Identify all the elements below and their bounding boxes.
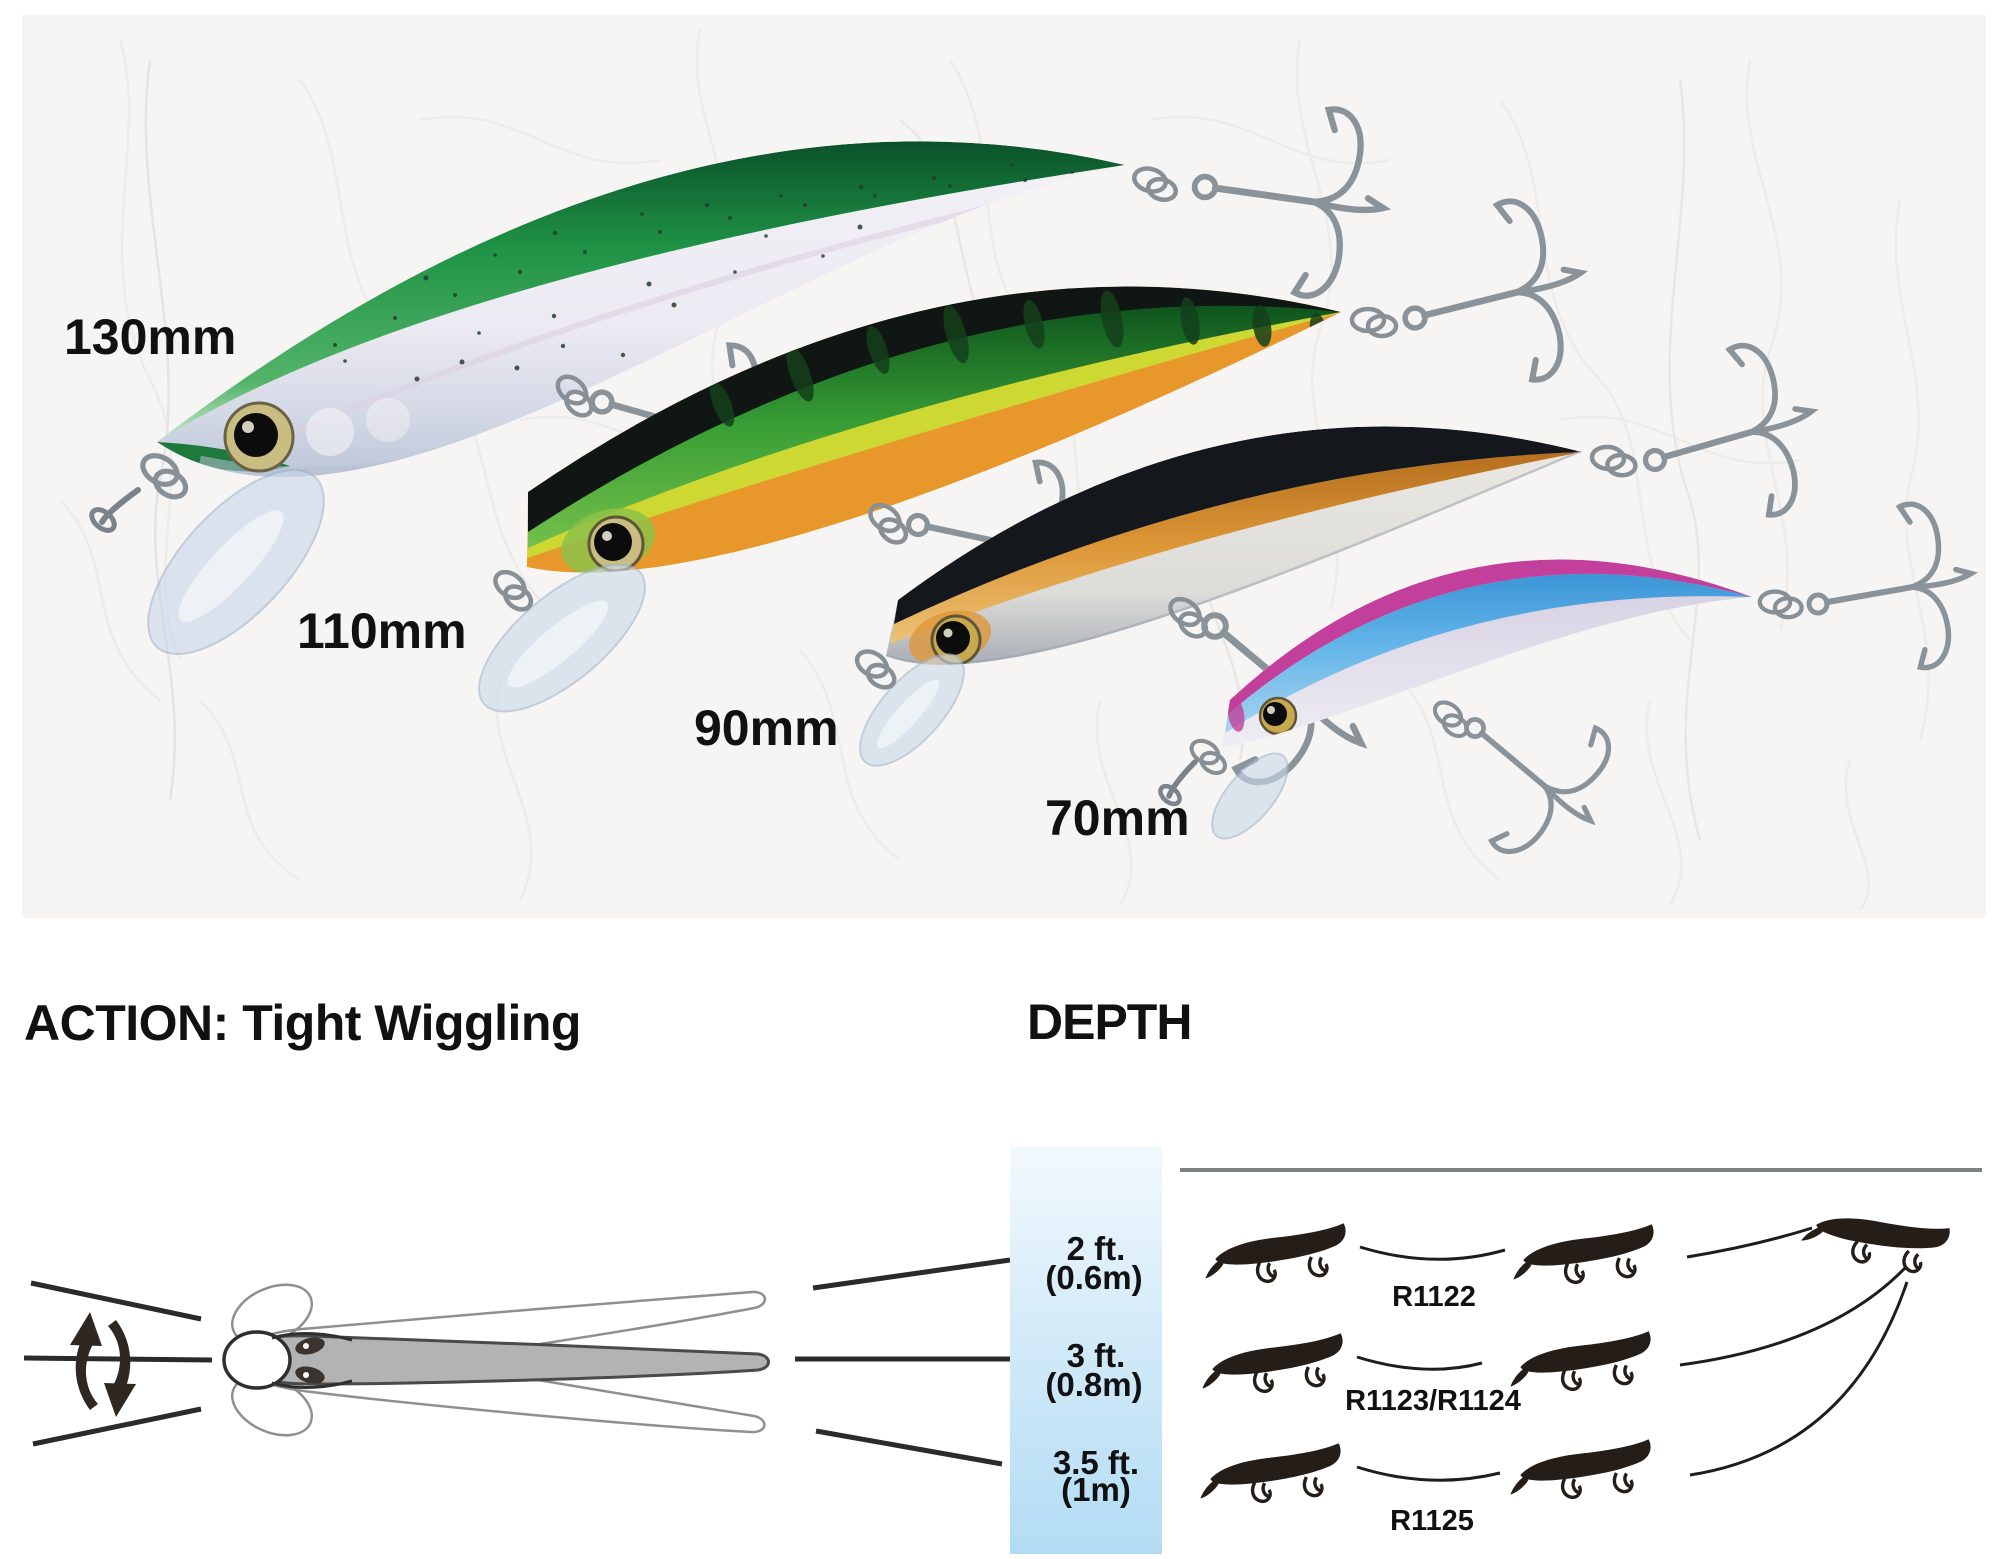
svg-text:130mm: 130mm <box>64 309 236 365</box>
svg-text:2 ft.: 2 ft. <box>1067 1230 1126 1267</box>
svg-text:90mm: 90mm <box>694 700 839 756</box>
svg-text:(1m): (1m) <box>1061 1471 1131 1508</box>
svg-text:R1125: R1125 <box>1390 1505 1474 1537</box>
svg-text:70mm: 70mm <box>1045 790 1190 846</box>
svg-text:3.5 ft.: 3.5 ft. <box>1053 1444 1139 1481</box>
svg-text:(0.6m): (0.6m) <box>1045 1259 1142 1296</box>
svg-text:R1123/R1124: R1123/R1124 <box>1345 1385 1521 1417</box>
svg-text:DEPTH: DEPTH <box>1027 994 1191 1050</box>
svg-text:R1122: R1122 <box>1392 1281 1476 1313</box>
svg-text:(0.8m): (0.8m) <box>1045 1366 1142 1403</box>
svg-text:ACTION: Tight Wiggling: ACTION: Tight Wiggling <box>24 995 581 1051</box>
svg-text:110mm: 110mm <box>297 603 467 659</box>
svg-text:3 ft.: 3 ft. <box>1067 1337 1126 1374</box>
